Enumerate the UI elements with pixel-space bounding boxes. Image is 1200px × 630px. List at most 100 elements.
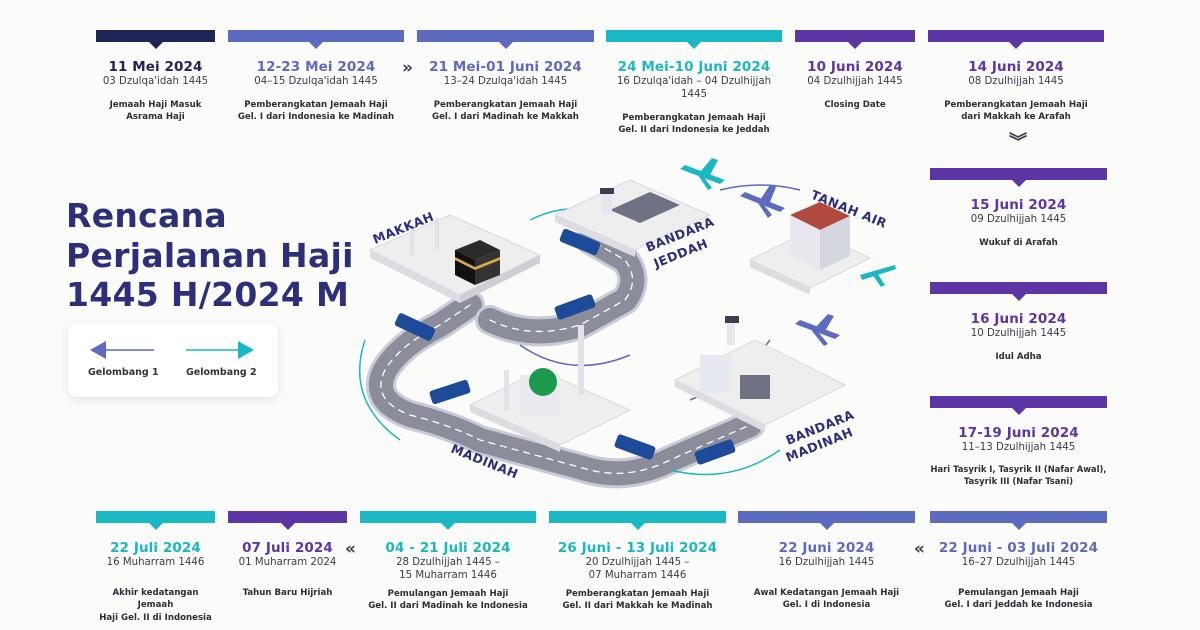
page-title: Rencana Perjalanan Haji 1445 H/2024 M — [66, 196, 354, 315]
event-color-bar — [930, 168, 1107, 187]
event-color-bar — [360, 511, 536, 530]
makkah-platform — [368, 214, 542, 303]
chevron-left-icon: « — [345, 539, 356, 559]
event-description: Akhir kedatangan Jemaah Haji Gel. II di … — [99, 587, 212, 623]
event-card-hari-tasyrik: 17-19 Juni 2024 11–13 Dzulhijjah 1445 Ha… — [930, 396, 1107, 487]
jeddah-airport-platform — [553, 179, 712, 257]
event-hijri-date: 09 Dzulhijjah 1445 — [970, 214, 1067, 225]
event-card-pemulangan-gel2-madinah: 04 - 21 Juli 2024 28 Dzulhijjah 1445 – 1… — [360, 511, 536, 612]
madinah-airport-platform — [673, 316, 847, 432]
event-description: Pemulangan Jemaah Haji Gel. I dari Jedda… — [944, 587, 1093, 611]
event-color-bar — [930, 282, 1107, 301]
legend-arrow-wave1-icon — [90, 341, 154, 359]
event-color-bar — [228, 511, 347, 530]
event-color-bar — [930, 396, 1107, 415]
event-description: Pemberangkatan Jemaah Haji Gel. I dari I… — [237, 99, 395, 123]
event-hijri-date: 10 Dzulhijjah 1445 — [970, 328, 1067, 339]
event-date: 17-19 Juni 2024 — [958, 425, 1079, 441]
event-description: Pemberangkatan Jemaah Haji Gel. II dari … — [562, 588, 713, 611]
event-card-tahun-baru-hijriah: 07 Juli 2024 01 Muharram 2024 Tahun Baru… — [228, 511, 347, 599]
event-color-bar — [549, 511, 726, 530]
event-card-berangkat-gel1-makkah: 21 Mei-01 Juni 2024 13–24 Dzulqa'idah 14… — [417, 30, 594, 124]
event-hijri-date: 01 Muharram 2024 — [238, 557, 337, 568]
event-card-makkah-arafah: 14 Juni 2024 08 Dzulhijjah 1445 Pemberan… — [928, 30, 1104, 124]
event-card-idul-adha: 16 Juni 2024 10 Dzulhijjah 1445 Idul Adh… — [930, 282, 1107, 363]
event-color-bar — [96, 30, 215, 49]
event-date: 22 Juni 2024 — [778, 540, 875, 556]
event-color-bar — [795, 30, 915, 49]
event-color-bar — [228, 30, 404, 49]
event-color-bar — [606, 30, 782, 49]
event-hijri-date: 03 Dzulqa'idah 1445 — [102, 76, 209, 87]
bus-icon — [394, 228, 736, 465]
event-hijri-date: 20 Dzulhijjah 1445 – 07 Muharram 1446 — [585, 557, 690, 581]
event-card-berangkat-gel2-makkah-madinah: 26 Juni - 13 Juli 2024 20 Dzulhijjah 144… — [549, 511, 726, 612]
kaaba-icon — [455, 240, 500, 285]
tanah-air-platform — [748, 202, 872, 295]
chevron-left-icon: « — [914, 539, 925, 559]
event-card-pemulangan-gel1-jeddah: 22 Juni - 03 Juli 2024 16–27 Dzulhijjah … — [930, 511, 1107, 612]
legend-arrows — [90, 341, 254, 359]
plane-icon — [795, 314, 840, 346]
event-card-akhir-kedatangan-gel2: 22 Juli 2024 16 Muharram 1446 Akhir keda… — [96, 511, 215, 624]
event-hijri-date: 16–27 Dzulhijjah 1445 — [961, 557, 1076, 568]
event-color-bar — [928, 30, 1104, 49]
event-hijri-date: 13–24 Dzulqa'idah 1445 — [443, 76, 568, 87]
legend-arrow-wave2-icon — [186, 341, 254, 359]
event-date: 11 Mei 2024 — [108, 59, 203, 75]
event-date: 15 Juni 2024 — [970, 197, 1067, 213]
event-hijri-date: 16 Muharram 1446 — [106, 557, 205, 568]
madinah-platform — [468, 325, 632, 452]
event-card-closing-date: 10 Juni 2024 04 Dzulhijjah 1445 Closing … — [795, 30, 915, 111]
event-hijri-date: 16 Dzulqa'idah – 04 Dzulhijjah 1445 — [616, 76, 772, 100]
event-description: Idul Adha — [995, 351, 1042, 362]
event-date: 16 Juni 2024 — [970, 311, 1067, 327]
event-color-bar — [930, 511, 1107, 530]
event-card-wukuf-arafah: 15 Juni 2024 09 Dzulhijjah 1445 Wukuf di… — [930, 168, 1107, 249]
chevron-right-icon: » — [402, 58, 413, 78]
event-description: Pemulangan Jemaah Haji Gel. II dari Madi… — [368, 588, 528, 611]
event-date: 26 Juni - 13 Juli 2024 — [557, 540, 718, 556]
event-date: 24 Mei-10 Juni 2024 — [617, 59, 771, 75]
plane-icon — [860, 265, 896, 287]
event-description: Pemberangkatan Jemaah Haji dari Makkah k… — [944, 99, 1088, 123]
plane-icon — [740, 185, 785, 218]
event-color-bar — [417, 30, 594, 49]
event-date: 07 Juli 2024 — [242, 540, 333, 556]
legend-label-wave2: Gelombang 2 — [186, 367, 257, 378]
event-card-awal-kedatangan-gel1: 22 Juni 2024 16 Dzulhijjah 1445 Awal Ked… — [738, 511, 915, 612]
event-hijri-date: 04 Dzulhijjah 1445 — [807, 76, 903, 87]
event-hijri-date: 16 Dzulhijjah 1445 — [778, 557, 875, 568]
event-description: Closing Date — [824, 99, 886, 110]
event-description: Tahun Baru Hijriah — [242, 587, 333, 598]
event-description: Pemberangkatan Jemaah Haji Gel. II dari … — [618, 112, 770, 135]
event-hijri-date: 11–13 Dzulhijjah 1445 — [961, 442, 1076, 453]
event-date: 10 Juni 2024 — [807, 59, 903, 75]
event-description: Awal Kedatangan Jemaah Haji Gel. I di In… — [753, 587, 900, 611]
legend-label-wave1: Gelombang 1 — [88, 367, 159, 378]
event-description: Hari Tasyrik I, Tasyrik II (Nafar Awal),… — [930, 463, 1107, 486]
event-card-berangkat-gel1-madinah: 12-23 Mei 2024 04–15 Dzulqa'idah 1445 Pe… — [228, 30, 404, 124]
legend: Gelombang 1 Gelombang 2 — [68, 323, 278, 397]
event-date: 14 Juni 2024 — [968, 59, 1064, 75]
event-description: Wukuf di Arafah — [979, 237, 1058, 248]
event-color-bar — [738, 511, 915, 530]
mosque-icon — [504, 325, 584, 415]
chevron-down-icon: ︾ — [1009, 132, 1027, 153]
event-card-berangkat-gel2-jeddah: 24 Mei-10 Juni 2024 16 Dzulqa'idah – 04 … — [606, 30, 782, 136]
event-hijri-date: 04–15 Dzulqa'idah 1445 — [254, 76, 378, 87]
route-map: MAKKAH BANDARA JEDDAH TANAH AIR — [358, 158, 896, 489]
event-date: 22 Juni - 03 Juli 2024 — [938, 540, 1099, 556]
event-color-bar — [96, 511, 215, 530]
plane-icon — [680, 158, 725, 190]
event-description: Jemaah Haji Masuk Asrama Haji — [109, 99, 202, 123]
event-card-jemaah-masuk-asrama: 11 Mei 2024 03 Dzulqa'idah 1445 Jemaah H… — [96, 30, 215, 124]
event-date: 21 Mei-01 Juni 2024 — [429, 59, 582, 75]
event-date: 04 - 21 Juli 2024 — [385, 540, 511, 556]
event-description: Pemberangkatan Jemaah Haji Gel. I dari M… — [432, 99, 579, 123]
event-date: 12-23 Mei 2024 — [256, 59, 376, 75]
event-hijri-date: 08 Dzulhijjah 1445 — [968, 76, 1064, 87]
event-date: 22 Juli 2024 — [110, 540, 201, 556]
event-hijri-date: 28 Dzulhijjah 1445 – 15 Muharram 1446 — [396, 557, 500, 581]
